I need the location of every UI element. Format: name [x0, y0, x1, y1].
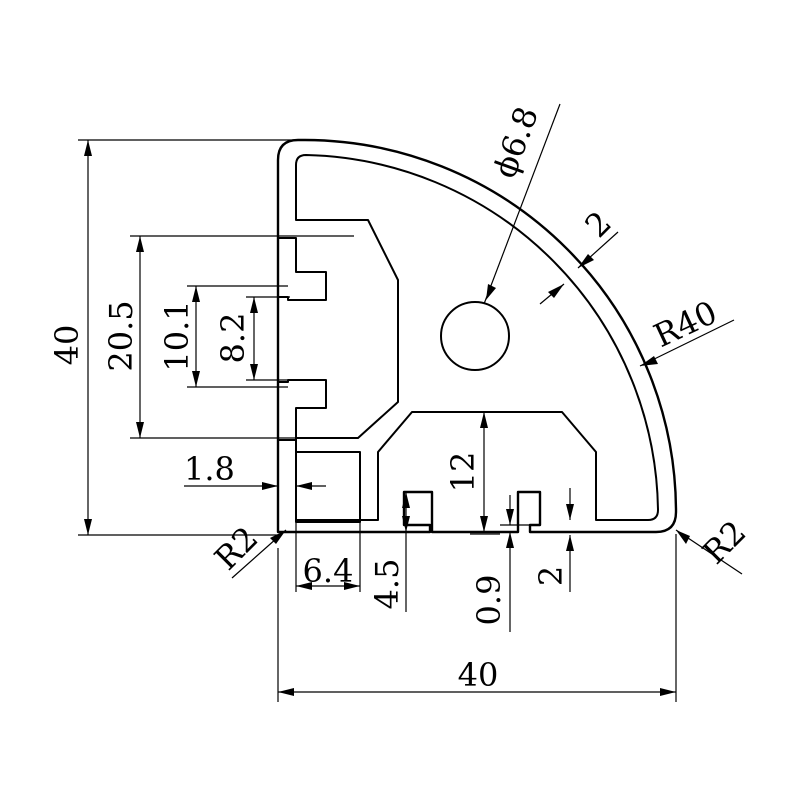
- arc-wall-label: 2: [578, 204, 619, 245]
- outer-radius-label: R40: [648, 293, 723, 355]
- lower-t-slot: [278, 379, 327, 441]
- corner-pocket: [295, 451, 361, 523]
- bore-diameter-label: ϕ6.8: [485, 102, 546, 183]
- slot-neck-label: 8.2: [214, 313, 252, 364]
- slot-span-label: 20.5: [102, 300, 140, 371]
- profile-cavities: [295, 154, 659, 523]
- right-corner-radius-label: R2: [695, 513, 753, 571]
- width-label: 40: [458, 656, 499, 694]
- arc-cavity: [295, 154, 659, 521]
- left-corner-radius-label: R2: [207, 519, 265, 577]
- outer-contour: [276, 138, 678, 534]
- lip-depth-label: 4.5: [368, 559, 406, 610]
- channel-depth-label: 12: [444, 452, 482, 493]
- upper-t-slot: [278, 237, 327, 301]
- bottom-wall-label: 2: [532, 566, 570, 586]
- height-label: 40: [48, 325, 86, 366]
- dimension-lines: [78, 103, 743, 702]
- lip-gap-label: 0.9: [470, 575, 508, 626]
- center-bore: [440, 301, 510, 371]
- pocket-width-label: 6.4: [303, 552, 354, 590]
- dimension-labels: 40 20.5 10.1 8.2 1.8 R2 6.4 4.5 12 0.9 2…: [48, 102, 753, 694]
- slot-opening-label: 10.1: [158, 300, 196, 371]
- left-wall-label: 1.8: [184, 450, 235, 488]
